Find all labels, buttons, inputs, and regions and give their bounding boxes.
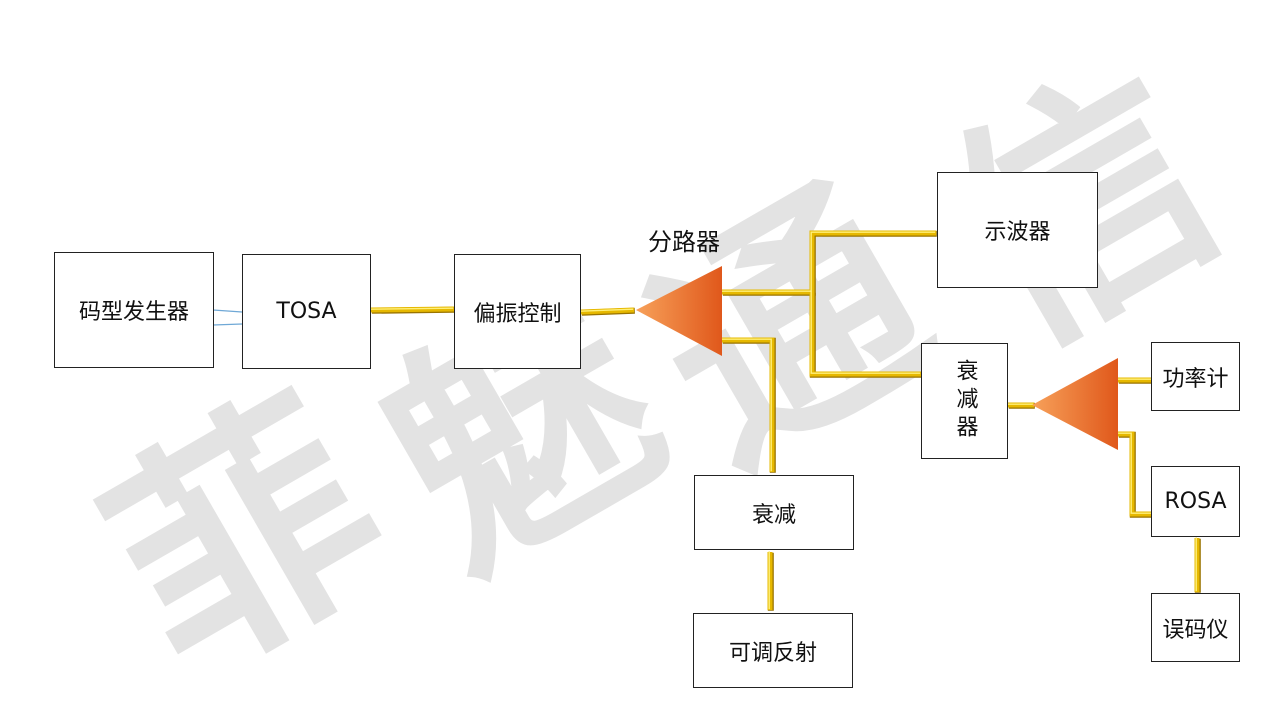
fiber-splitter-lower-layer bbox=[809, 292, 922, 378]
fiber-splitter2-rosa-layer bbox=[1118, 431, 1152, 517]
power-meter-label: 功率计 bbox=[1162, 366, 1229, 392]
fiber-tosa-pol bbox=[370, 307, 454, 310]
polarization-control-label: 偏振控制 bbox=[473, 301, 562, 327]
fiber-splitter-lower bbox=[810, 291, 921, 374]
oscilloscope-box: 示波器 bbox=[937, 172, 1098, 288]
rosa-box: ROSA bbox=[1151, 466, 1240, 537]
fiber-splitter-down bbox=[721, 338, 772, 472]
tosa-label: TOSA bbox=[276, 299, 337, 324]
pattern-generator-label: 码型发生器 bbox=[78, 300, 189, 325]
fiber-splitter-down-layer bbox=[722, 337, 775, 472]
power-meter-box: 功率计 bbox=[1151, 342, 1240, 411]
splitter-label: 分路器 bbox=[648, 228, 720, 256]
splitter-right-triangle bbox=[1032, 358, 1118, 450]
fiber-splitter-upper-layer bbox=[722, 230, 936, 295]
fiber-pol-splitter-layer bbox=[580, 307, 635, 315]
adjustable-reflection-label: 可调反射 bbox=[728, 640, 817, 666]
fiber-splitter2-rosa bbox=[1117, 432, 1152, 514]
fiber-tosa-pol-layer bbox=[370, 306, 455, 313]
attenuator-vertical-box: 衰减器 bbox=[921, 343, 1008, 459]
rosa-label: ROSA bbox=[1164, 489, 1227, 514]
bert-label: 误码仪 bbox=[1162, 617, 1229, 643]
fiber-splitter2-rosa-layer bbox=[1118, 431, 1153, 518]
attenuation-box: 衰减 bbox=[694, 475, 854, 550]
fiber-splitter-upper bbox=[721, 231, 936, 292]
attenuator-vertical-label: 衰减器 bbox=[952, 359, 978, 443]
attenuation-label: 衰减 bbox=[751, 502, 796, 528]
pattern-generator-box: 码型发生器 bbox=[54, 252, 214, 368]
thin-link-2 bbox=[212, 323, 243, 326]
fiber-splitter-lower-layer bbox=[809, 292, 921, 377]
tosa-box: TOSA bbox=[242, 254, 371, 369]
bert-box: 误码仪 bbox=[1151, 593, 1240, 662]
fiber-splitter-upper-layer bbox=[722, 230, 937, 296]
fiber-pol-splitter bbox=[580, 308, 634, 312]
splitter-main-triangle bbox=[636, 266, 722, 356]
thin-link-1 bbox=[212, 309, 243, 313]
oscilloscope-label: 示波器 bbox=[984, 220, 1051, 245]
adjustable-reflection-box: 可调反射 bbox=[693, 613, 853, 688]
polarization-control-box: 偏振控制 bbox=[454, 254, 581, 369]
fiber-group bbox=[370, 230, 1201, 611]
fiber-splitter-down-layer bbox=[722, 337, 776, 473]
